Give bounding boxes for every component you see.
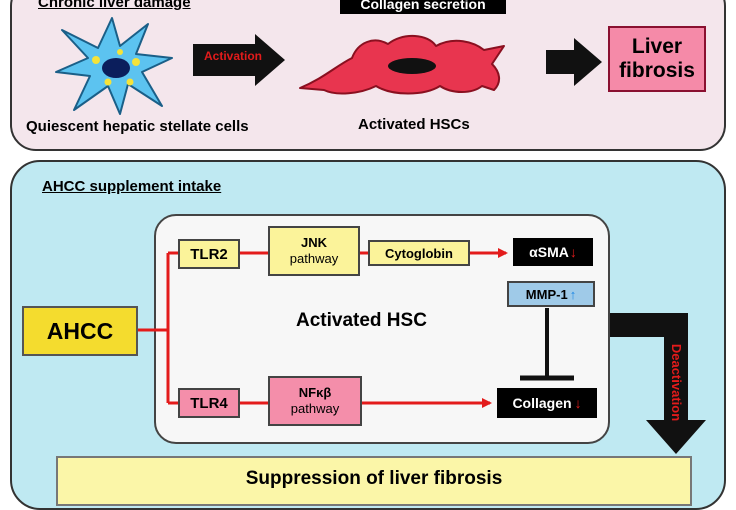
liver-fibrosis-line2: fibrosis [619,59,695,82]
activated-hscs-label: Activated HSCs [358,116,470,133]
ahcc-box: AHCC [22,306,138,356]
mmp1-box: MMP-1 ↑ [507,281,595,307]
tlr2-box: TLR2 [178,239,240,269]
suppression-banner: Suppression of liver fibrosis [56,456,692,506]
activation-label: Activation [203,49,262,63]
nfkb-label: NFκβ [298,385,332,400]
deactivation-label: Deactivation [669,343,685,421]
jnk-pathway-box: JNK pathway [268,226,360,276]
activated-hsc-title: Activated HSC [296,310,427,331]
asma-label: αSMA [529,244,569,260]
tlr4-box: TLR4 [178,388,240,418]
quiescent-cell-icon [55,17,173,115]
suppression-label: Suppression of liver fibrosis [245,468,503,489]
nfkb-pathway-label: pathway [290,401,340,416]
liver-fibrosis-line1: Liver [631,35,683,58]
deactivation-label-wrap: Deactivation [667,332,687,432]
mmp1-label: MMP-1 [525,286,568,302]
chronic-damage-heading: Chronic liver damage [38,0,191,11]
pathway-connectors [138,248,706,454]
collagen-secretion-tag: Collagen secretion [340,0,506,14]
collagen-label: Collagen [512,395,572,411]
fibrosis-arrow-icon [546,38,602,86]
blue-up-arrow-icon: ↑ [569,286,577,302]
cytoglobin-box: Cytoglobin [368,240,470,266]
collagen-box: Collagen ↓ [497,388,597,418]
nfkb-pathway-box: NFκβ pathway [268,376,362,426]
red-down-arrow-icon: ↓ [574,395,582,411]
liver-fibrosis-box: Liver fibrosis [608,26,706,92]
activation-arrow-icon [193,34,285,86]
asma-box: αSMA ↓ [513,238,593,266]
ahcc-intake-heading: AHCC supplement intake [42,178,222,195]
activated-hsc-icon [299,35,505,95]
red-down-arrow-icon: ↓ [569,244,577,260]
quiescent-cells-label: Quiescent hepatic stellate cells [26,118,249,135]
jnk-label: JNK [300,235,327,250]
jnk-pathway-label: pathway [289,251,339,266]
